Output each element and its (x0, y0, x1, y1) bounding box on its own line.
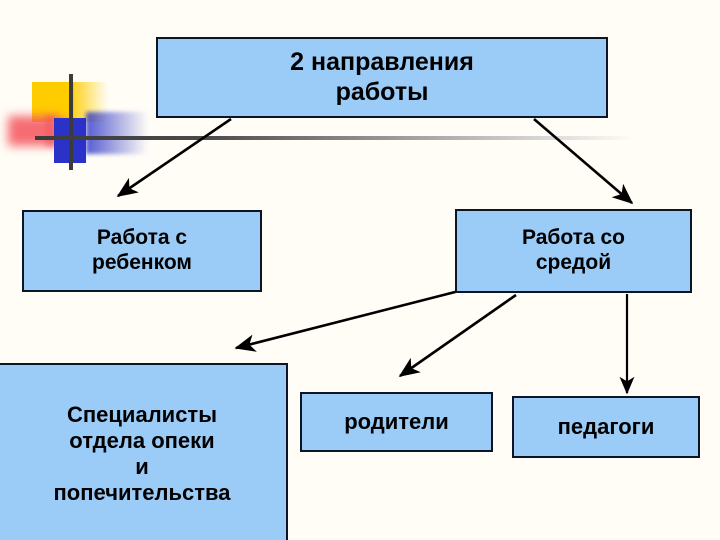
node-teachers[interactable]: педагоги (512, 396, 700, 458)
arrow-environment-to-parents (398, 293, 517, 378)
arrow-environment-to-specialists (234, 289, 460, 352)
node-guardianship-specialists[interactable]: Специалисты отдела опеки и попечительств… (0, 363, 288, 540)
node-title[interactable]: 2 направления работы (156, 37, 608, 118)
decorative-vertical-line (69, 74, 73, 170)
node-work-with-environment[interactable]: Работа со средой (455, 209, 692, 293)
node-parents[interactable]: родители (300, 392, 493, 452)
decorative-motif (0, 0, 180, 170)
decorative-yellow-square (32, 82, 74, 122)
decorative-blue-square (54, 118, 86, 163)
decorative-horizontal-line (35, 136, 635, 140)
node-work-with-child[interactable]: Работа с ребенком (22, 210, 262, 292)
decorative-blue-fade (86, 112, 148, 154)
arrow-title-to-child (116, 117, 232, 198)
decorative-red-square (8, 116, 58, 146)
decorative-yellow-fade (74, 82, 108, 122)
decorative-red-fade (46, 116, 74, 146)
arrow-title-to-environment (533, 118, 634, 205)
